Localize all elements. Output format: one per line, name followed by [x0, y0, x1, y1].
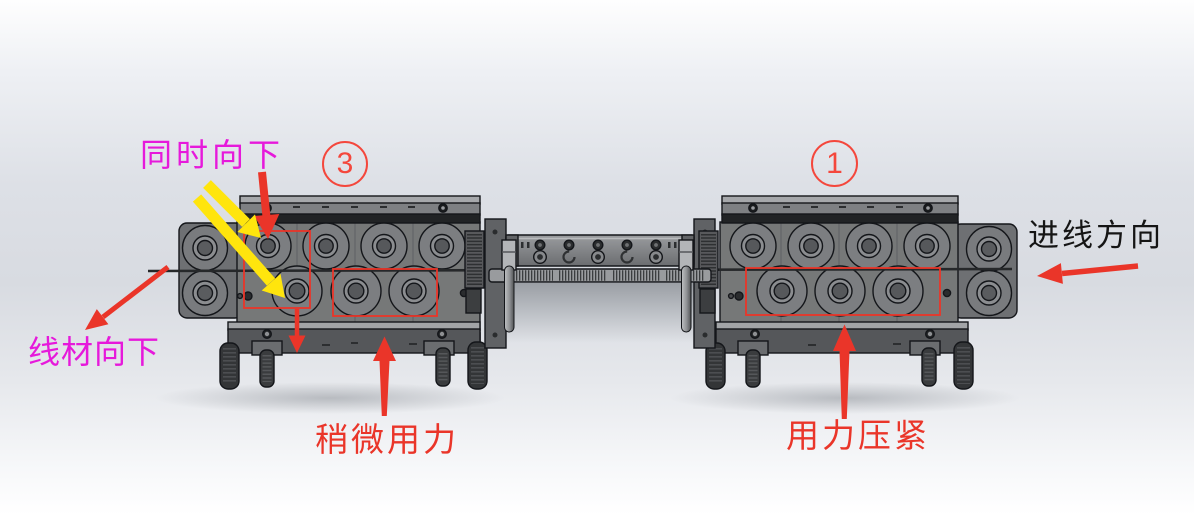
- label-wire-feed-direction: 进线方向: [1028, 218, 1164, 253]
- label-slight-force: 稍微用力: [315, 421, 459, 458]
- right-guide-rollers: [965, 225, 1013, 317]
- right-bottom-roller-row: [756, 265, 924, 317]
- right-straightener-unit: [705, 195, 1018, 390]
- left-knurled-gear: [464, 230, 485, 314]
- bar-holes: [533, 239, 664, 264]
- step-badge-1: 1: [811, 140, 858, 187]
- highlight-box-left-bottom-rollers: [332, 268, 438, 317]
- yellow-arrow-upper-icon: [203, 180, 261, 238]
- red-arrow-roller-down-icon: [288, 309, 306, 353]
- right-top-rail: [721, 195, 959, 224]
- connector-bar: [505, 234, 695, 267]
- annotation-arrows: [85, 171, 1139, 419]
- center-connector: [464, 218, 719, 349]
- left-caster-wheels: [219, 340, 488, 390]
- highlight-box-roller-pair: [243, 230, 311, 309]
- left-hanging-rod: [501, 239, 517, 333]
- label-simultaneously-down: 同时向下: [140, 137, 285, 173]
- label-press-firmly: 用力压紧: [786, 417, 930, 454]
- right-hanging-rod: [678, 239, 694, 333]
- highlight-box-right-bottom-rollers: [745, 267, 941, 316]
- left-bracket: [484, 218, 507, 349]
- red-arrow-down-icon: [254, 171, 280, 239]
- red-arrow-press-icon: [833, 324, 856, 419]
- threaded-rod: [488, 268, 712, 283]
- step-badge-3: 3: [322, 141, 368, 187]
- left-straightener-unit: [178, 195, 488, 390]
- left-guide-rollers: [181, 224, 229, 317]
- red-arrow-slight-force-icon: [373, 336, 396, 416]
- yellow-arrow-lower-icon: [192, 194, 285, 298]
- unit-shadows: [155, 283, 1020, 414]
- left-top-rail: [239, 195, 481, 224]
- red-arrow-feed-direction-icon: [1037, 263, 1139, 284]
- label-wire-down: 线材向下: [28, 334, 161, 370]
- red-arrow-wire-down-icon: [85, 265, 170, 330]
